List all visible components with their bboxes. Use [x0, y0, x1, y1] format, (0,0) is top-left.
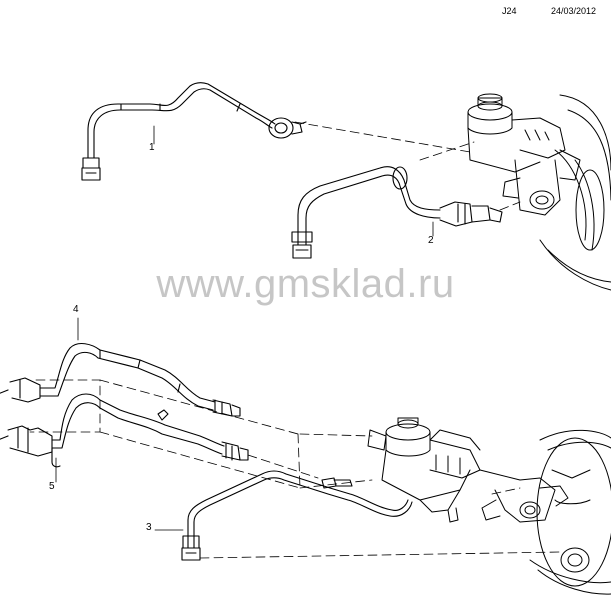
brake-line-3: [181, 470, 413, 561]
dashed-box-bottom: [29, 379, 301, 489]
diagram-date: 24/03/2012: [551, 6, 597, 16]
booster-top: [539, 94, 611, 291]
hose-4: [0, 342, 241, 417]
callout-2: 2: [428, 235, 434, 246]
dashed-lines-bottom: [199, 433, 561, 559]
diagram-code: J24: [502, 6, 517, 16]
callout-3: 3: [146, 522, 152, 533]
hose-5: [0, 393, 249, 468]
master-cylinder-top: [467, 93, 581, 216]
booster-bottom: [529, 429, 611, 595]
hose-1: [81, 82, 307, 181]
callout-1: 1: [149, 142, 155, 153]
hose-2: [291, 166, 503, 259]
master-cylinder-bottom: [367, 417, 569, 523]
callout-5: 5: [49, 481, 55, 492]
dashed-lines-top: [294, 121, 521, 211]
callout-4: 4: [73, 304, 79, 315]
